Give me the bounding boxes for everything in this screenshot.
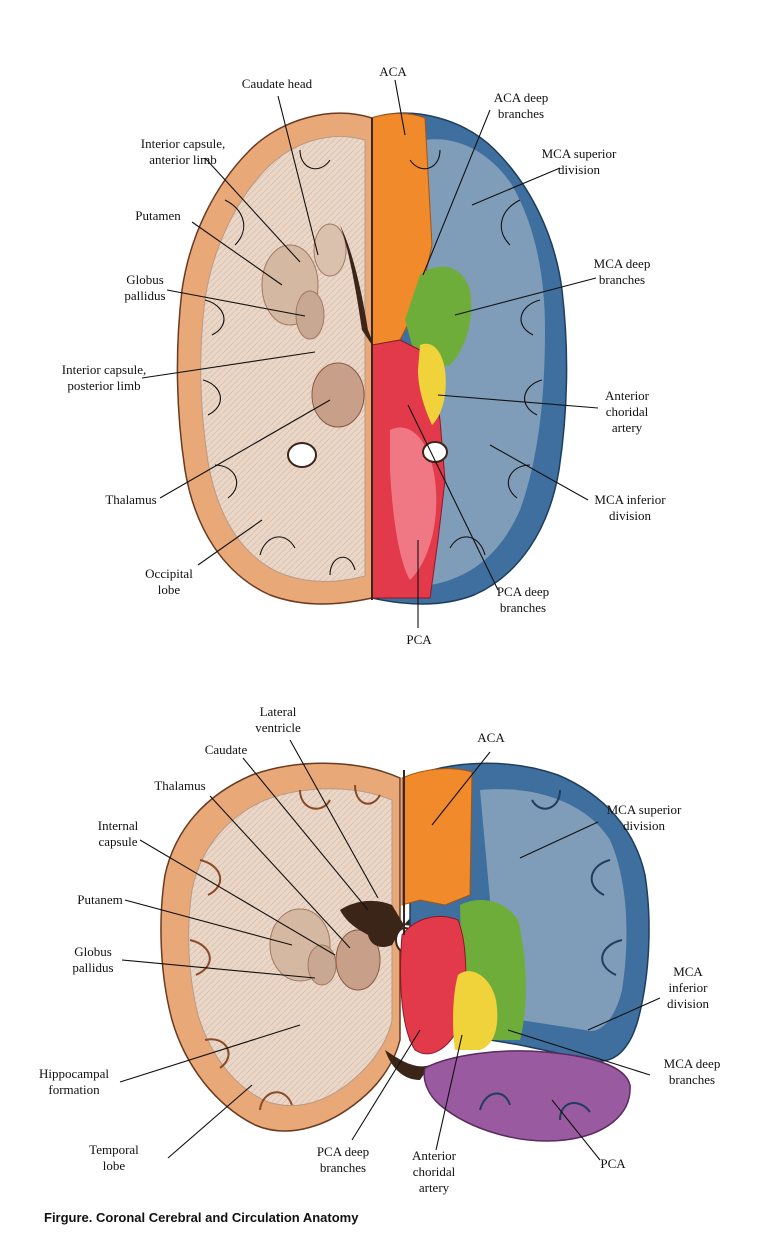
coronal-left-gyri — [189, 784, 381, 1111]
label-coronal-mca-deep: MCA deep branches — [663, 1056, 721, 1087]
axial-left-gyri — [202, 149, 356, 576]
coronal-right-gyri — [479, 789, 623, 1121]
axial-ventricle-posterior-left — [287, 442, 317, 468]
label-aca: ACA — [379, 64, 407, 79]
label-interior-capsule-anterior: Interior capsule, anterior limb — [140, 136, 226, 167]
label-mca-superior: MCA superior division — [541, 146, 617, 177]
label-thalamus: Thalamus — [105, 492, 157, 507]
label-putanem: Putanem — [77, 892, 123, 907]
axial-right-pca-inner — [390, 427, 437, 580]
axial-leader-lines — [141, 79, 599, 628]
label-coronal-globus-pallidus: Globus pallidus — [72, 944, 114, 975]
label-mca-inferior: MCA inferior division — [594, 492, 666, 523]
label-putamen: Putamen — [135, 208, 181, 223]
label-lateral-ventricle: Lateral ventricle — [255, 704, 301, 735]
label-occipital-lobe: Occipital lobe — [145, 566, 193, 597]
axial-ventricle-posterior-right — [422, 441, 448, 463]
label-coronal-anterior-choridal: Anterior choridal artery — [411, 1148, 457, 1195]
label-caudate: Caudate — [204, 742, 248, 757]
label-aca-deep: ACA deep branches — [493, 90, 549, 121]
axial-globus-pallidus — [295, 290, 325, 340]
label-coronal-aca: ACA — [477, 730, 505, 745]
figure-caption: Firgure. Coronal Cerebral and Circulatio… — [44, 1210, 359, 1225]
label-pca: PCA — [406, 632, 432, 647]
label-mca-deep: MCA deep branches — [593, 256, 651, 287]
coronal-right-aca-territory — [401, 768, 473, 906]
axial-right-anterior-choroidal — [418, 343, 446, 425]
axial-right-gyri — [409, 149, 543, 556]
axial-section — [176, 112, 568, 605]
axial-right-mca-deep — [405, 266, 472, 367]
label-coronal-mca-inferior: MCA inferior division — [667, 964, 709, 1011]
axial-caudate-left — [313, 223, 347, 277]
label-internal-capsule: Internal capsule — [97, 818, 139, 849]
label-globus-pallidus: Globus pallidus — [124, 272, 166, 303]
label-interior-capsule-posterior: Interior capsule, posterior limb — [61, 362, 147, 393]
coronal-right-anterior-choroidal — [453, 971, 498, 1050]
coronal-globus-pallidus — [307, 944, 337, 986]
label-coronal-thalamus: Thalamus — [154, 778, 206, 793]
label-caudate-head: Caudate head — [241, 76, 313, 91]
axial-right-mca-inner — [425, 139, 545, 585]
coronal-right-pca-territory — [423, 1050, 631, 1142]
axial-thalamus — [311, 362, 365, 428]
label-pca-deep: PCA deep branches — [496, 584, 550, 615]
label-temporal-lobe: Temporal lobe — [89, 1142, 139, 1173]
label-hippocampal-formation: Hippocampal formation — [38, 1066, 110, 1097]
label-coronal-pca-deep: PCA deep branches — [316, 1144, 370, 1175]
coronal-section — [160, 762, 650, 1142]
coronal-leader-lines — [119, 739, 661, 1161]
label-anterior-choridal: Anterior choridal artery — [604, 388, 650, 435]
label-coronal-pca: PCA — [600, 1156, 626, 1171]
label-coronal-mca-superior: MCA superior division — [606, 802, 682, 833]
